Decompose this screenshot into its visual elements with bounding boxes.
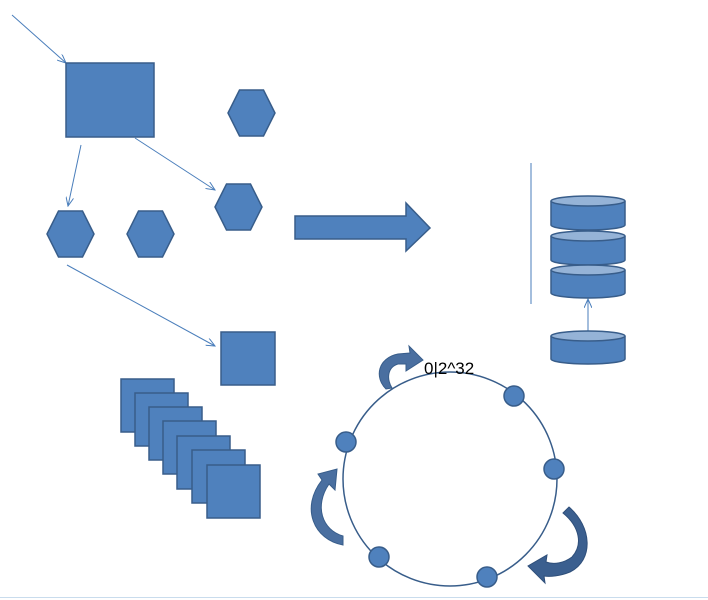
hexagon-center	[126, 210, 175, 258]
curved-arrows	[310, 344, 588, 585]
ring-node	[335, 431, 357, 453]
arrow-hexagon-to-small-square	[66, 264, 215, 346]
cascade-square-7	[206, 464, 261, 519]
bottom-divider	[0, 597, 708, 598]
curved-arrow-left	[310, 468, 344, 546]
ring-node	[503, 385, 525, 407]
hexagons	[46, 89, 276, 258]
ring-node	[476, 566, 498, 588]
database-cylinder-middle	[550, 230, 626, 266]
database-cylinder-bottom	[550, 264, 626, 299]
hexagon-middle-right	[214, 183, 263, 231]
ring-label: 0|2^32	[424, 359, 475, 378]
curved-arrow-top	[378, 344, 424, 390]
ring-nodes	[335, 385, 565, 588]
arrow-square-to-left-hexagon	[68, 144, 82, 206]
main-square	[65, 62, 155, 138]
hexagon-left	[46, 210, 95, 258]
hexagon-top-right	[227, 89, 276, 137]
database-stack	[550, 195, 626, 299]
database-cylinder-standalone	[550, 330, 626, 365]
curved-arrow-right	[527, 506, 588, 585]
connector-arrows	[11, 14, 588, 346]
arrow-square-to-right-hexagon	[134, 137, 215, 190]
ring-node	[543, 458, 565, 480]
small-square	[220, 331, 276, 386]
large-right-arrow	[294, 201, 432, 253]
cascading-squares	[120, 378, 261, 519]
database-cylinder-top	[550, 195, 626, 231]
ring-node	[368, 546, 390, 568]
incoming-arrow	[11, 14, 66, 63]
